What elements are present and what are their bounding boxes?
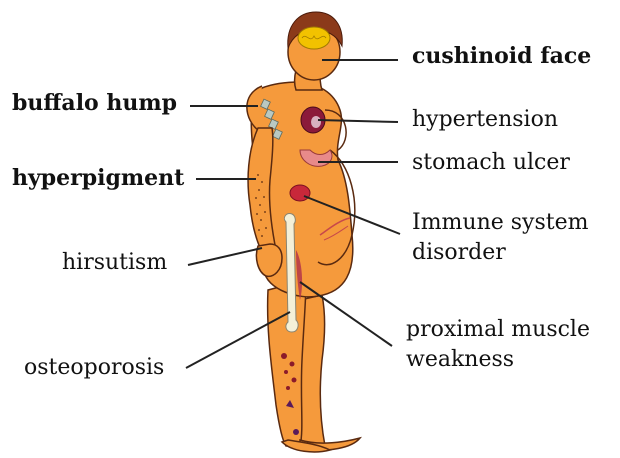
label-immune-line1: Immune system xyxy=(412,210,589,236)
label-hyperpigment: hyperpigment xyxy=(12,165,184,191)
label-hirsutism: hirsutism xyxy=(62,250,167,276)
label-cushinoid-face: cushinoid face xyxy=(412,43,591,69)
label-hypertension: hypertension xyxy=(412,107,558,133)
label-stomach-ulcer: stomach ulcer xyxy=(412,150,570,176)
label-osteoporosis: osteoporosis xyxy=(24,355,164,381)
label-proximal-line1: proximal muscle xyxy=(406,317,590,343)
label-immune-line2: disorder xyxy=(412,240,506,266)
spleen-organ xyxy=(290,185,310,201)
brain xyxy=(298,27,330,49)
label-buffalo-hump: buffalo hump xyxy=(12,90,177,116)
label-proximal-line2: weakness xyxy=(406,347,514,373)
line-hirsutism xyxy=(188,248,262,265)
front-leg xyxy=(268,280,306,446)
